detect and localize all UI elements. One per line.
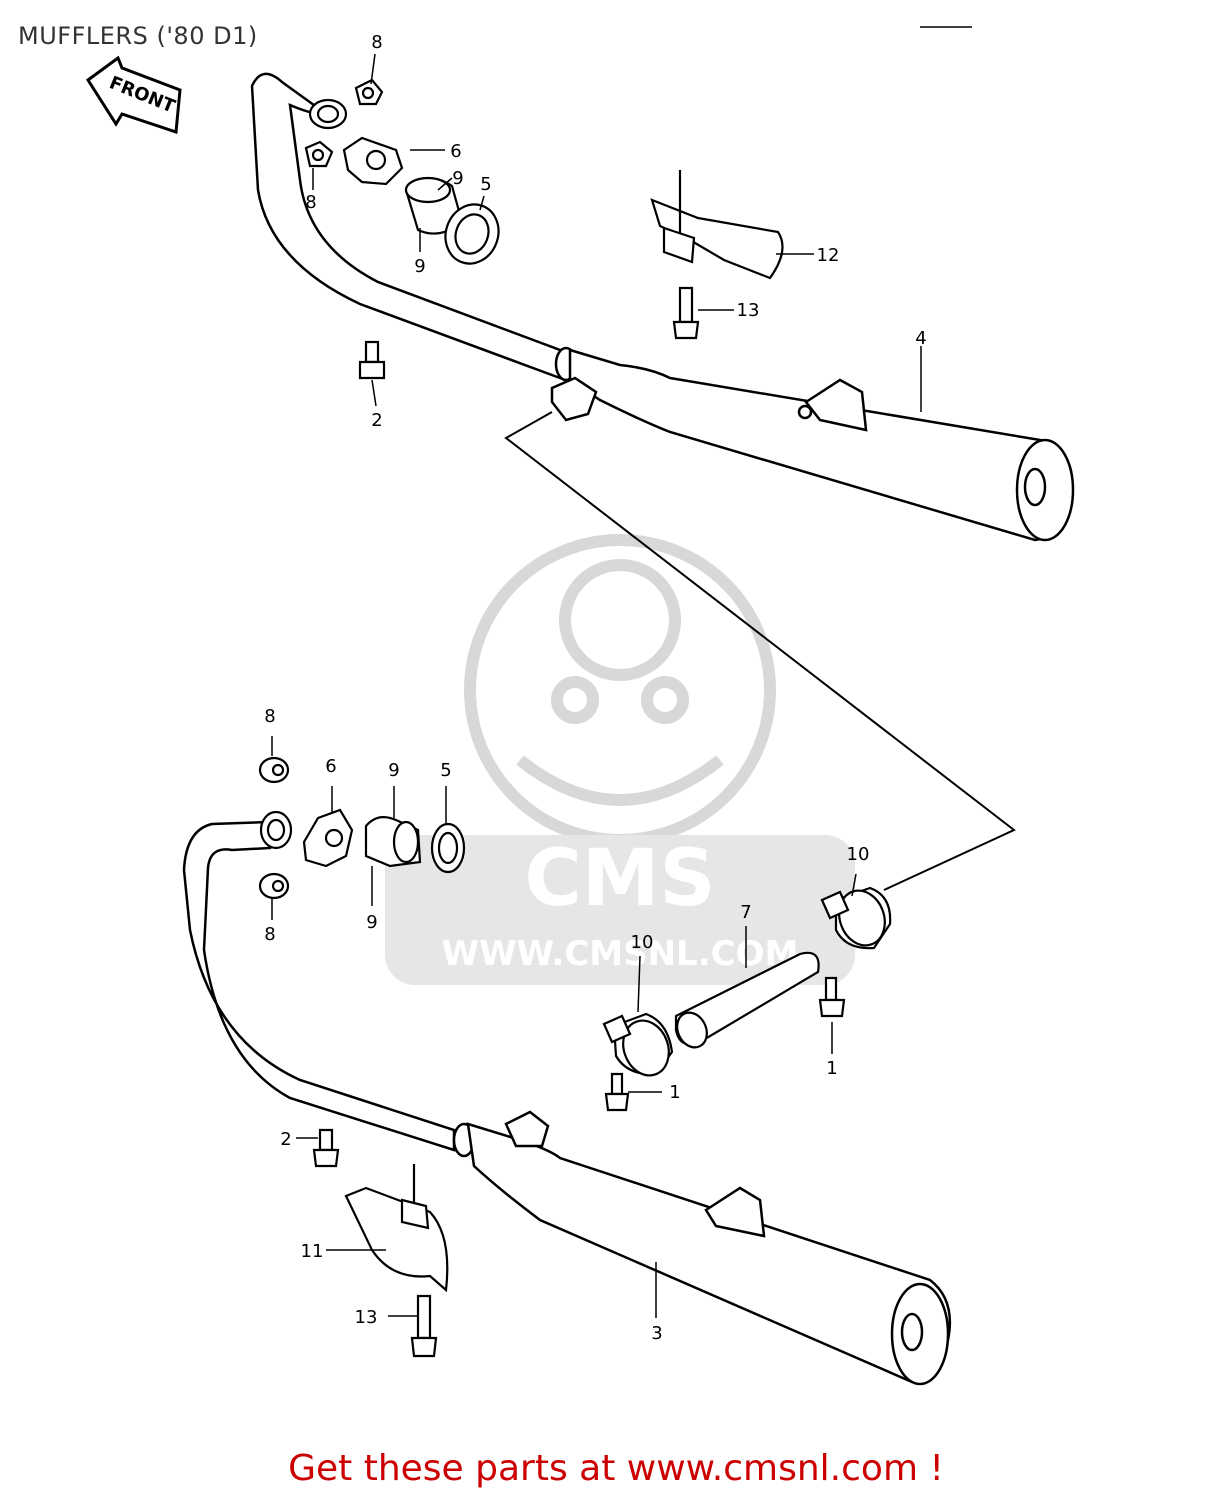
bolt-1-right (818, 976, 846, 1018)
callout-5: 5 (480, 174, 491, 195)
callout-13: 13 (355, 1307, 378, 1328)
upper-bolt-13 (672, 286, 700, 340)
front-arrow-icon: FRONT (85, 55, 182, 135)
upper-gasket-8-bottom (304, 140, 334, 168)
lower-muffler-bracket (704, 1186, 766, 1238)
callout-9: 9 (366, 912, 377, 933)
bolt-1-left (604, 1072, 630, 1112)
lower-bolt-13 (410, 1294, 438, 1358)
leader-lines (271, 53, 922, 1318)
upper-holder-6 (342, 136, 404, 186)
lower-muffler-body (466, 1122, 952, 1384)
callout-2: 2 (371, 410, 382, 431)
upper-gasket-5 (444, 203, 500, 265)
callout-4: 4 (915, 328, 926, 349)
callout-10: 10 (847, 844, 870, 865)
callout-1: 1 (826, 1058, 837, 1079)
watermark: CMS WWW.CMSNL.COM (385, 534, 855, 985)
lower-gasket-8-bottom (258, 872, 290, 900)
clamp-10-right (820, 886, 892, 950)
clamp-10-left (602, 1012, 674, 1077)
watermark-band (385, 835, 855, 985)
upper-pipe-clamp (550, 376, 598, 422)
connector-pipe-7 (674, 951, 820, 1049)
lower-pipe-clamp (504, 1110, 550, 1148)
upper-gasket-8-top (354, 78, 384, 106)
callout-8: 8 (264, 706, 275, 727)
lower-collar-9 (364, 815, 422, 868)
footer-link[interactable]: Get these parts at www.cmsnl.com ! (288, 1448, 944, 1489)
watermark-url-text: WWW.CMSNL.COM (442, 934, 799, 974)
page-title: MUFFLERS ('80 D1) (18, 22, 258, 50)
upper-exhaust-pipe (250, 72, 562, 380)
lower-gasket-8-top (258, 756, 290, 784)
lower-heat-guard-11 (344, 1164, 449, 1293)
callout-12: 12 (817, 245, 840, 266)
callout-11: 11 (301, 1241, 324, 1262)
callout-6: 6 (325, 756, 336, 777)
callout-9: 9 (388, 760, 399, 781)
callout-8: 8 (371, 32, 382, 53)
callout-7: 7 (740, 902, 751, 923)
callout-2: 2 (280, 1129, 291, 1150)
upper-muffler-bracket (804, 378, 868, 432)
lower-holder-6 (302, 808, 354, 868)
upper-muffler-body (568, 348, 1074, 542)
callout-5: 5 (440, 760, 451, 781)
callout-6: 6 (450, 141, 461, 162)
routing-line (504, 411, 1016, 891)
callout-9: 9 (452, 168, 463, 189)
watermark-logo-text: CMS (524, 834, 715, 924)
callout-1: 1 (669, 1082, 680, 1103)
callout-8: 8 (305, 192, 316, 213)
watermark-logo-icon (464, 534, 776, 846)
upper-bolt-2 (358, 340, 386, 380)
upper-heat-guard-12 (650, 170, 784, 280)
callout-labels: 8 6 9 5 8 9 12 13 4 2 8 6 9 5 9 8 10 7 1… (264, 32, 926, 1344)
callout-9: 9 (414, 256, 425, 277)
callout-3: 3 (651, 1323, 662, 1344)
lower-gasket-5 (430, 822, 466, 874)
callout-8: 8 (264, 924, 275, 945)
callout-13: 13 (737, 300, 760, 321)
callout-10: 10 (631, 932, 654, 953)
lower-bolt-2 (312, 1128, 340, 1168)
